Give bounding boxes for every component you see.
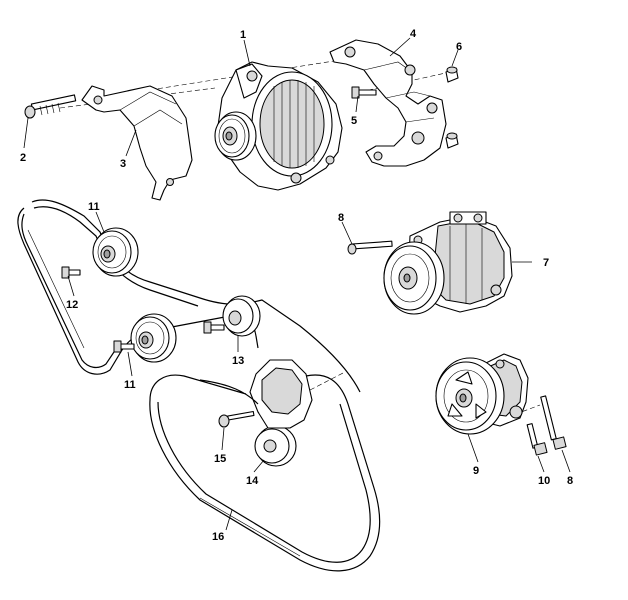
callout-1: 1 [240,29,246,41]
callout-labels: 1 2 3 4 5 6 7 8 8 9 10 11 11 12 13 14 15… [20,28,573,543]
callout-11-lower: 11 [124,379,136,391]
drive-belt-16 [149,374,381,572]
callout-5: 5 [351,115,357,127]
callout-2: 2 [20,152,26,164]
bolt-8-lower [540,395,567,450]
idler-pulley-11-upper [92,227,139,277]
callout-10: 10 [538,475,550,487]
idler-pulley-13 [203,295,261,337]
alternator-1 [214,61,343,191]
callout-3: 3 [120,158,126,170]
drive-belt-outer [17,199,361,393]
callout-7: 7 [543,257,549,269]
bolt-5 [351,86,377,99]
callout-12: 12 [66,299,78,311]
callout-6: 6 [456,41,462,53]
bolt-8-upper [347,240,393,255]
tensioner-14 [249,359,313,467]
bolt-12 [61,266,81,279]
idler-pulley-11-lower [113,313,177,363]
ac-compressor-7 [383,211,513,315]
mounting-bracket-4 [329,39,447,167]
callout-16: 16 [212,531,224,543]
callout-4: 4 [410,28,417,40]
callout-14: 14 [246,475,259,487]
leader-lines [23,37,571,531]
bracket-3 [81,85,193,201]
bolt-2 [24,94,77,119]
callout-8-upper: 8 [338,212,344,224]
dowels-6 [445,66,459,149]
callout-9: 9 [473,465,479,477]
callout-15: 15 [214,453,226,465]
callout-8-lower: 8 [567,475,573,487]
bolt-15 [218,410,255,428]
bolt-10 [526,423,548,456]
callout-11-upper: 11 [88,201,100,213]
power-steering-pump-9 [435,353,529,435]
callout-13: 13 [232,355,244,367]
